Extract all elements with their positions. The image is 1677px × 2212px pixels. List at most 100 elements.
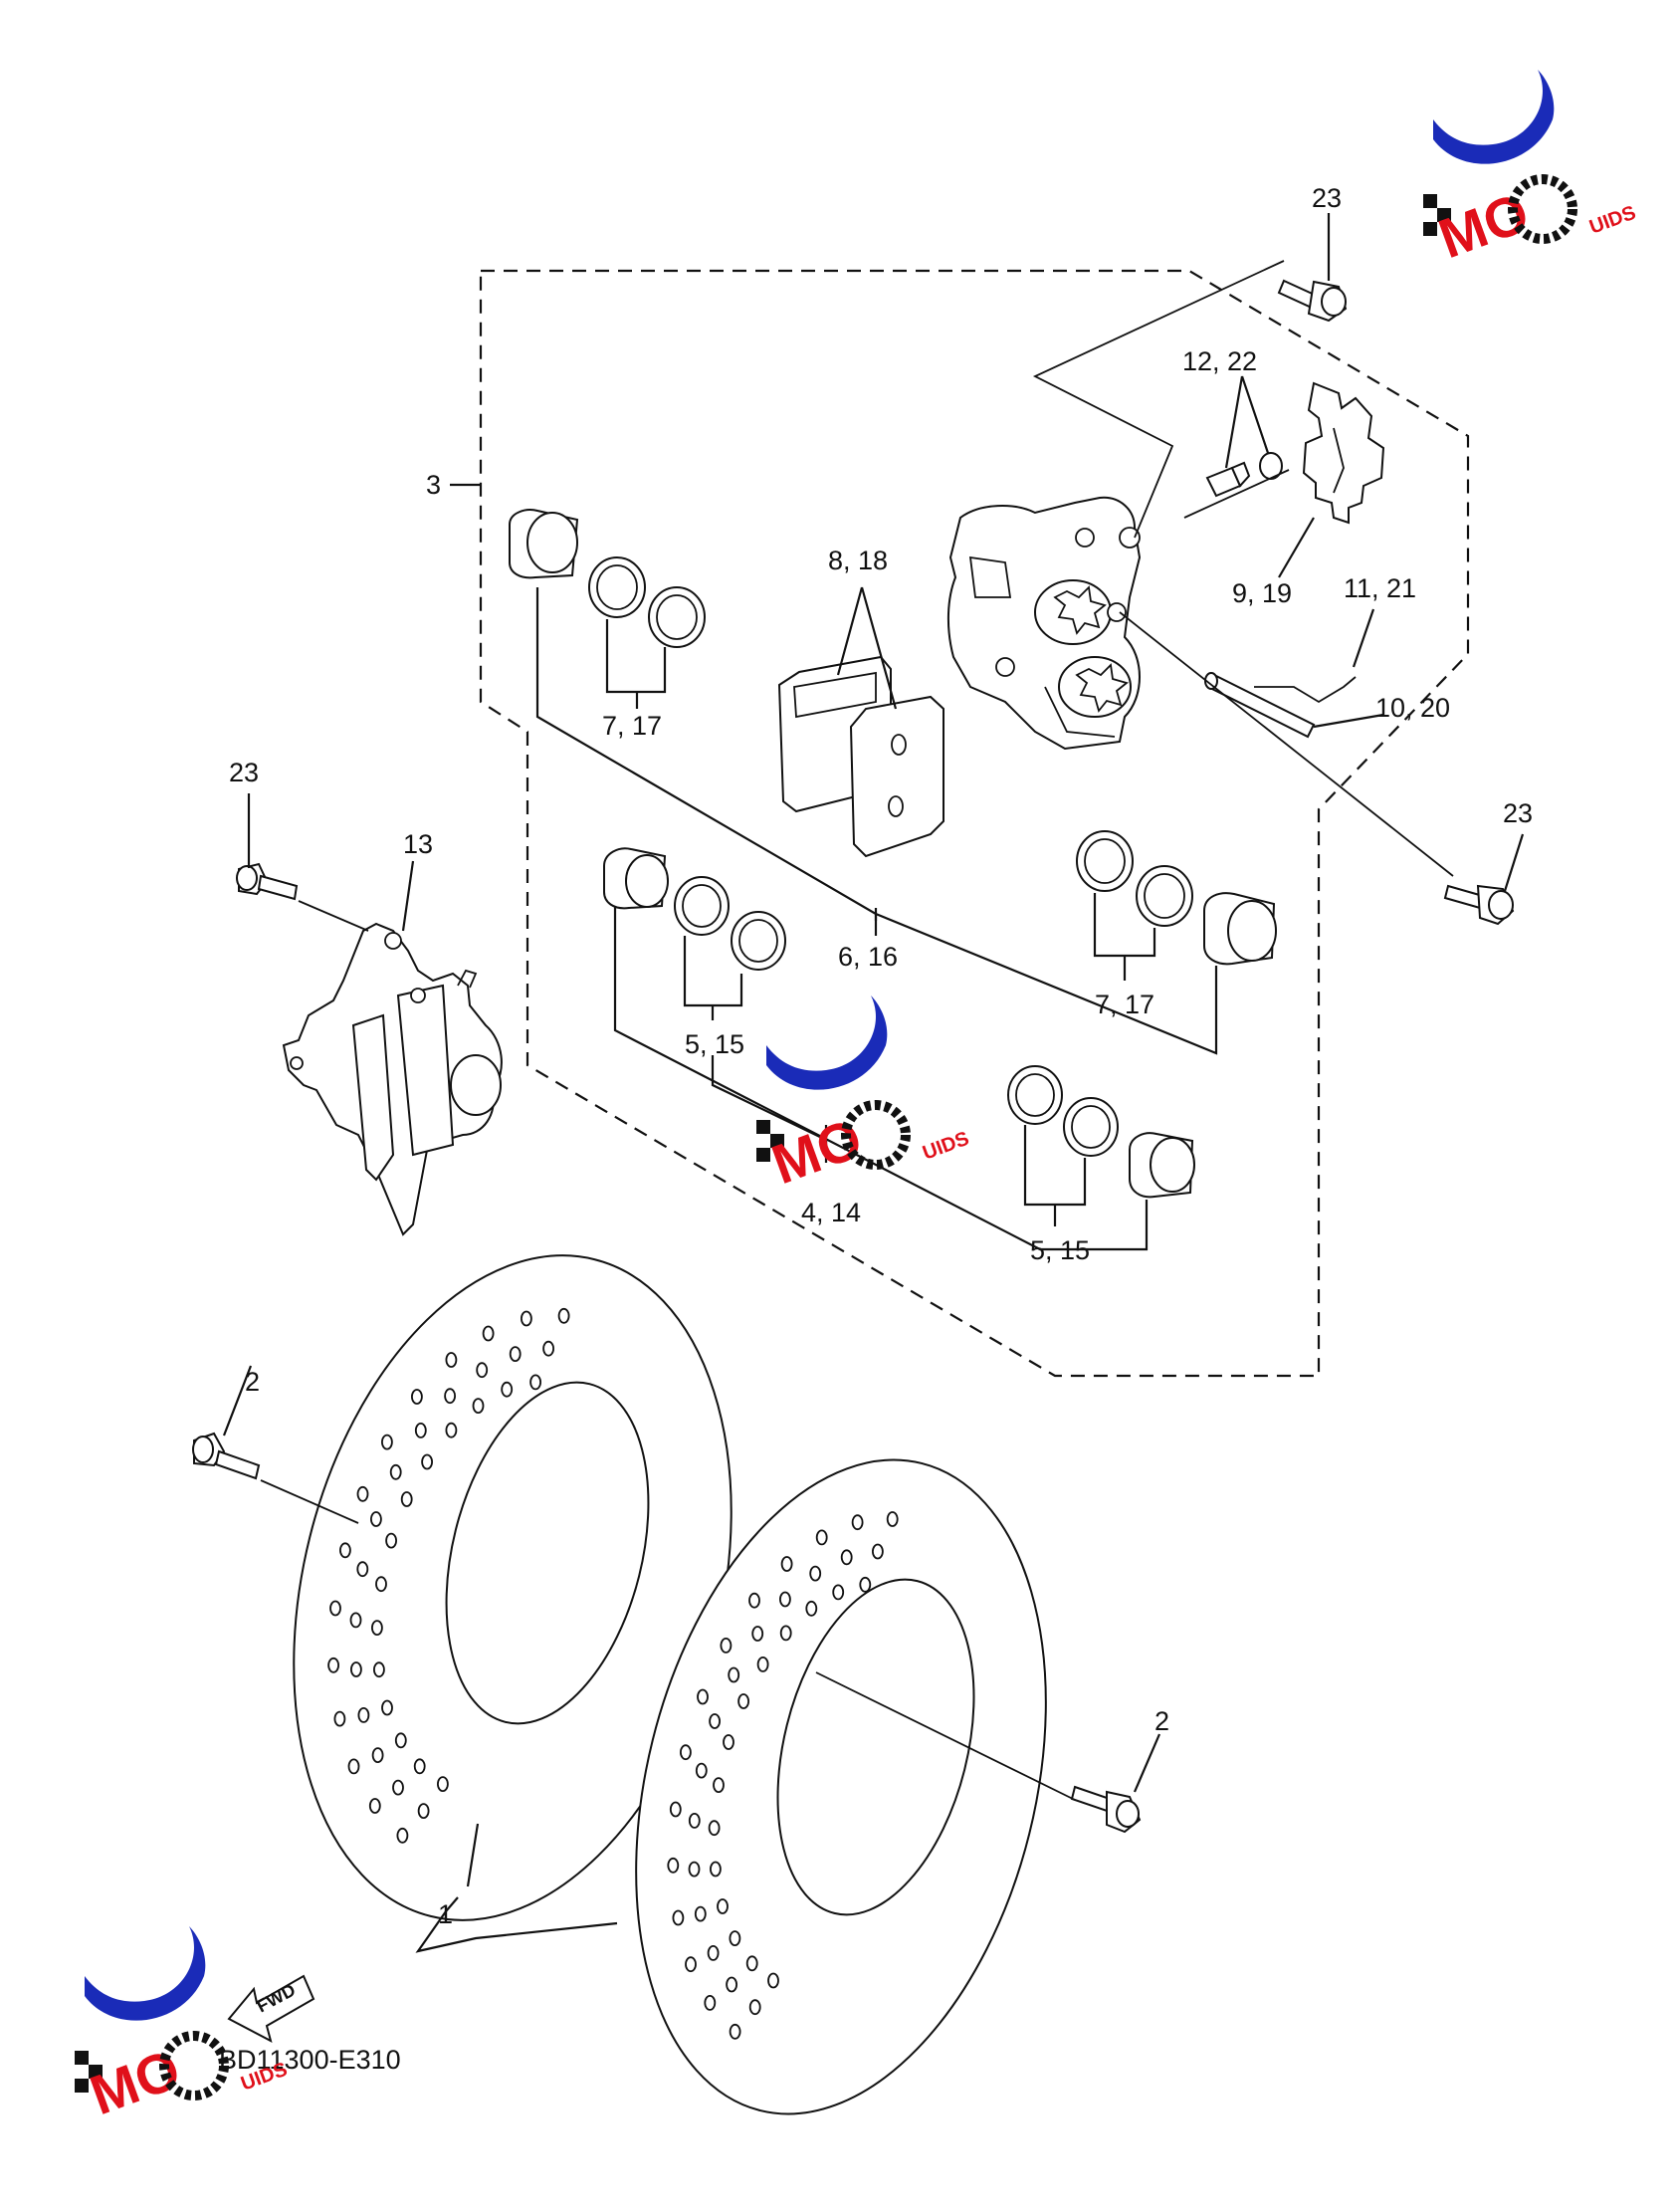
vent-hole: [695, 1762, 708, 1779]
vent-hole: [713, 1777, 725, 1793]
vent-hole: [371, 1747, 384, 1763]
vent-hole: [436, 1776, 449, 1792]
callout-23-right: 23: [1503, 798, 1533, 828]
vent-hole: [445, 1422, 458, 1438]
vent-hole: [349, 1612, 362, 1629]
vent-hole: [472, 1398, 485, 1414]
vent-hole: [356, 1485, 369, 1502]
callout-5-15-right: 5, 15: [1030, 1235, 1090, 1265]
vent-hole: [694, 1905, 707, 1922]
brake-disc-left: [293, 1254, 733, 1921]
vent-hole: [672, 1909, 685, 1926]
vent-hole: [667, 1857, 680, 1874]
callout-10-20: 10, 20: [1375, 693, 1450, 723]
vent-hole: [720, 1638, 733, 1654]
bolt-23-right: [1443, 884, 1515, 926]
callout-6-16: 6, 16: [838, 942, 898, 972]
vent-hole: [370, 1620, 383, 1636]
vent-hole: [688, 1813, 701, 1829]
vent-hole: [669, 1801, 682, 1818]
vent-hole: [751, 1626, 764, 1642]
vent-hole: [521, 1310, 532, 1327]
vent-hole: [542, 1340, 554, 1357]
vent-hole: [805, 1600, 818, 1617]
vent-hole: [413, 1758, 426, 1775]
vent-hole: [737, 1693, 749, 1709]
callout-2-left: 2: [245, 1367, 260, 1397]
vent-hole: [840, 1549, 853, 1566]
vent-hole: [400, 1491, 413, 1507]
vent-hole: [708, 1820, 721, 1837]
vent-hole: [396, 1827, 409, 1844]
disc-vent-holes: [327, 1307, 899, 2040]
callout-7-17-right: 7, 17: [1095, 990, 1154, 1019]
vent-hole: [338, 1542, 351, 1559]
vent-hole: [851, 1514, 864, 1531]
callout-23-top: 23: [1312, 183, 1342, 213]
vent-hole: [685, 1956, 697, 1973]
brake-disc-right: [635, 1458, 1047, 2115]
vent-hole: [501, 1381, 514, 1398]
callout-9-19: 9, 19: [1232, 578, 1292, 608]
vent-hole: [697, 1688, 709, 1705]
vent-hole: [710, 1861, 722, 1878]
vent-hole: [707, 1945, 720, 1961]
callout-13: 13: [403, 829, 433, 859]
caliper-body: [946, 496, 1142, 751]
vent-hole: [529, 1374, 541, 1391]
vent-hole: [349, 1661, 362, 1677]
bolt-23-left: [236, 862, 299, 901]
pad-pin: [1204, 672, 1357, 739]
vent-hole: [368, 1798, 381, 1814]
pistons-and-seals: [509, 509, 1277, 1199]
callout-11-21: 11, 21: [1344, 573, 1416, 603]
vent-hole: [815, 1529, 828, 1546]
vent-hole: [445, 1352, 458, 1368]
vent-hole: [779, 1591, 791, 1608]
diagram-code: BD11300-E310: [219, 2045, 401, 2075]
vent-hole: [809, 1565, 822, 1582]
vent-hole: [385, 1532, 398, 1549]
vent-hole: [417, 1803, 430, 1819]
vent-hole: [414, 1423, 427, 1438]
svg-text:UIDS: UIDS: [920, 1128, 971, 1165]
vent-hole: [688, 1861, 701, 1878]
vent-hole: [680, 1744, 692, 1761]
vent-hole: [723, 1734, 734, 1750]
vent-hole: [482, 1325, 495, 1342]
vent-hole: [421, 1453, 434, 1470]
vent-hole: [859, 1576, 872, 1593]
vent-hole: [333, 1710, 346, 1727]
vent-hole: [726, 1976, 737, 1993]
bolt-2-left: [192, 1432, 261, 1480]
vent-hole: [832, 1584, 845, 1601]
callout-5-15-left: 5, 15: [685, 1029, 744, 1059]
vent-hole: [745, 1955, 758, 1972]
vent-hole: [748, 1592, 760, 1609]
vent-hole: [375, 1576, 387, 1593]
callout-labels: 23 12, 22 3 8, 18 9, 19 11, 21 10, 20 7,…: [229, 183, 1533, 1929]
vent-hole: [356, 1561, 369, 1578]
bolt-2-right: [1070, 1785, 1142, 1834]
vent-hole: [380, 1434, 393, 1450]
vent-hole: [756, 1657, 769, 1672]
vent-hole: [372, 1661, 385, 1678]
vent-hole: [728, 1666, 740, 1683]
caliper-assembly-13: [282, 922, 503, 1236]
vent-hole: [779, 1625, 792, 1642]
vent-hole: [389, 1463, 402, 1480]
callout-1: 1: [438, 1899, 453, 1929]
vent-hole: [729, 1930, 741, 1946]
vent-hole: [381, 1699, 393, 1716]
fwd-arrow: FWD: [227, 1974, 315, 2043]
vent-hole: [369, 1511, 382, 1527]
vent-hole: [444, 1388, 457, 1405]
svg-text:UIDS: UIDS: [1586, 202, 1638, 239]
callout-7-17-top: 7, 17: [602, 711, 662, 741]
vent-hole: [557, 1307, 570, 1324]
vent-hole: [357, 1707, 370, 1723]
pad-spring: [1302, 381, 1385, 525]
vent-hole: [476, 1362, 489, 1379]
leader-lines: [222, 213, 1525, 1953]
vent-hole: [717, 1898, 729, 1914]
